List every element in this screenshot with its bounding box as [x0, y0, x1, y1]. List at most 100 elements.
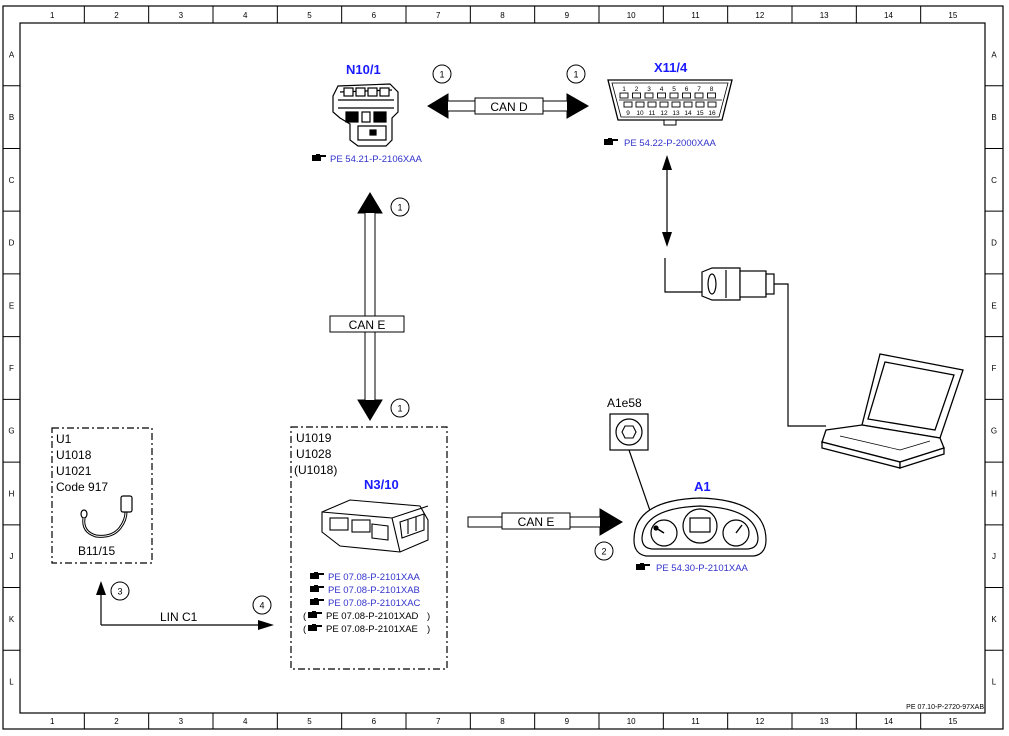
obd-pin [694, 92, 704, 99]
n3-10-code-1: U1019 [296, 431, 332, 445]
obd-pin-label: 4 [660, 86, 664, 93]
marker-2: 2 [594, 541, 614, 561]
obd-pin [657, 92, 666, 99]
obd-pin-label: 10 [636, 110, 644, 117]
obd-pin-label: 8 [710, 86, 714, 93]
grid-column-label: 1 [50, 11, 55, 20]
obd-pin [707, 101, 717, 108]
a1-label: A1 [694, 479, 711, 494]
obd-pin-label: 2 [635, 86, 639, 93]
grid-row-label: J [992, 552, 996, 561]
grid-column-label: 5 [307, 717, 312, 726]
b11-15-box: U1 U1018 U1021 Code 917 B11/15 [51, 427, 153, 564]
a1-component: A1 PE 54.30-P-2101XAA [633, 479, 767, 574]
n3-10-ref-1: PE 07.08-P-2101XAA [328, 572, 421, 583]
grid-column-label: 8 [500, 11, 505, 20]
obd-pin [682, 92, 691, 99]
grid-row-label: F [992, 364, 997, 373]
grid-row-label: D [991, 239, 997, 248]
can-d-label: CAN D [490, 100, 528, 114]
a1e58-label: A1e58 [607, 396, 642, 410]
can-e-horizontal-label: CAN E [518, 515, 555, 529]
grid-row-label: E [9, 301, 14, 310]
a1-ref: PE 54.30-P-2101XAA [656, 563, 749, 574]
grid-column-label: 6 [372, 11, 377, 20]
obd-pin [619, 92, 629, 99]
a1e58-component: A1e58 [607, 396, 657, 529]
svg-text:1: 1 [397, 203, 402, 213]
obd-pin [635, 101, 645, 108]
x11-4-label: X11/4 [654, 60, 688, 75]
diagnostic-link [662, 155, 964, 469]
n10-1-ref: PE 54.21-P-2106XAA [330, 154, 423, 165]
grid-column-label: 14 [884, 11, 893, 20]
svg-text:(: ( [303, 624, 307, 635]
n3-10-code-2: U1028 [296, 447, 332, 461]
instrument-cluster-icon [633, 497, 767, 557]
n3-10-box: U1019 U1028 (U1018) N3/10 PE 07.08-P-210… [290, 426, 448, 670]
svg-text:1: 1 [397, 404, 402, 414]
n3-10-code-3: (U1018) [294, 463, 337, 477]
grid-column-label: 9 [565, 717, 570, 726]
grid-column-label: 2 [114, 717, 119, 726]
grid-column-label: 13 [820, 11, 829, 20]
marker-1-upper: 1 [390, 197, 410, 217]
b11-15-label: B11/15 [78, 544, 115, 558]
grid-column-label: 10 [627, 11, 636, 20]
obd-pin-label: 6 [685, 86, 689, 93]
grid-column-label: 3 [179, 11, 184, 20]
b11-15-code-4: Code 917 [56, 480, 108, 494]
grid-column-label: 12 [755, 717, 764, 726]
obd-pin-label: 14 [684, 110, 692, 117]
grid-row-label: E [991, 301, 996, 310]
obd-pin [671, 101, 681, 108]
n3-10-ref-4: PE 07.08-P-2101XAD [326, 611, 419, 622]
obd-pin [647, 101, 657, 108]
n3-10-label: N3/10 [364, 477, 399, 492]
obd-pin-label: 5 [672, 86, 676, 93]
grid-row-label: B [9, 113, 14, 122]
obd-pin [623, 101, 633, 108]
marker-3: 3 [110, 581, 130, 601]
grid-column-label: 1 [50, 717, 55, 726]
grid-column-label: 13 [820, 717, 829, 726]
obd-pin-label: 3 [647, 86, 651, 93]
obd-pin [683, 101, 693, 108]
grid-column-label: 4 [243, 11, 248, 20]
grid-row-label: G [991, 427, 997, 436]
grid-column-label: 7 [436, 11, 441, 20]
grid-column-label: 9 [565, 11, 570, 20]
grid-column-label: 6 [372, 717, 377, 726]
svg-text:): ) [427, 624, 430, 635]
grid-row-label: A [9, 50, 15, 59]
laptop-icon [821, 353, 964, 469]
can-e-vertical-label: CAN E [349, 318, 386, 332]
grid-column-label: 8 [500, 717, 505, 726]
grid-column-label: 4 [243, 717, 248, 726]
grid-column-label: 15 [948, 717, 957, 726]
obd-pin [644, 92, 654, 99]
obd-pin-label: 11 [649, 110, 656, 117]
b11-15-code-1: U1 [56, 432, 72, 446]
grid-column-label: 7 [436, 717, 441, 726]
obd-pin [695, 101, 705, 108]
obd-pin [659, 101, 669, 108]
obd-pin [669, 92, 679, 99]
grid-column-label: 3 [179, 717, 184, 726]
marker-1-left: 1 [432, 64, 452, 84]
grid-row-label: B [991, 113, 996, 122]
obd-pin-label: 16 [708, 110, 716, 117]
grid-column-label: 14 [884, 717, 893, 726]
obd-pin-label: 12 [660, 110, 668, 117]
can-e-horizontal-bus: CAN E [467, 508, 623, 536]
svg-text:1: 1 [573, 70, 578, 80]
marker-1-lower: 1 [390, 398, 410, 418]
grid-row-label: A [991, 50, 997, 59]
grid-row-label: F [9, 364, 14, 373]
grid-row-label: K [9, 615, 15, 624]
obd-pin-label: 13 [672, 110, 680, 117]
svg-text:2: 2 [601, 547, 606, 557]
b11-15-code-2: U1018 [56, 448, 92, 462]
connector-icon [332, 83, 399, 147]
svg-text:3: 3 [117, 587, 122, 597]
